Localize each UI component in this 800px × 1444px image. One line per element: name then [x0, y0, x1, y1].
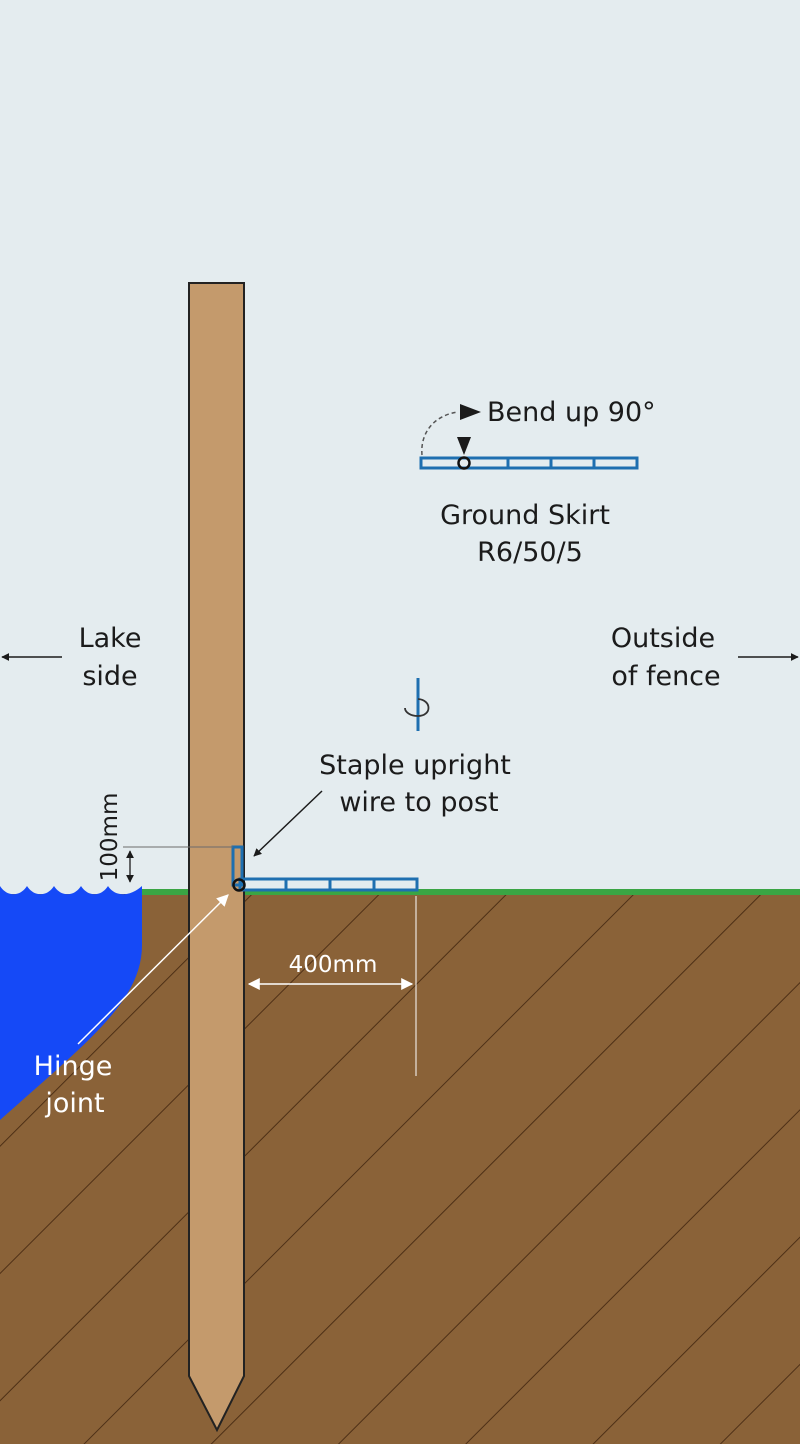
bend-direction-curve [421, 411, 459, 456]
timber-post [188, 282, 245, 1433]
lake-water [0, 886, 142, 1120]
width-dimension [247, 896, 417, 1076]
outside-label-line1: Outside [611, 623, 715, 654]
bend-up-label: Bend up 90° [487, 397, 656, 428]
ground-skirt-spec: R6/50/5 [477, 537, 583, 568]
lake-side-label-line2: side [82, 661, 137, 692]
staple-icon [404, 678, 430, 731]
staple-label-line1: Staple upright [319, 750, 511, 781]
ground-skirt-title: Ground Skirt [440, 500, 610, 531]
hinge-label-line1: Hinge [34, 1051, 113, 1082]
height-dimension-label: 100mm [97, 793, 123, 882]
ground-skirt-detail [419, 456, 639, 470]
hinge-label-line2: joint [44, 1088, 104, 1119]
grass-line [142, 889, 800, 895]
staple-pointer-arrow-icon [253, 790, 323, 857]
ground-skirt-installed [231, 845, 419, 892]
hinge-joint-marker [232, 878, 246, 892]
lake-side-label-line1: Lake [79, 623, 142, 654]
outside-label-line2: of fence [611, 661, 720, 692]
width-dimension-label: 400mm [289, 952, 378, 978]
bend-down-arrow-icon [457, 437, 471, 455]
staple-label-line2: wire to post [339, 787, 498, 818]
bend-right-arrow-icon [460, 404, 481, 420]
height-dimension [123, 846, 233, 883]
hinge-pointer-arrow-icon [77, 894, 229, 1045]
bend-point-marker [457, 456, 471, 470]
